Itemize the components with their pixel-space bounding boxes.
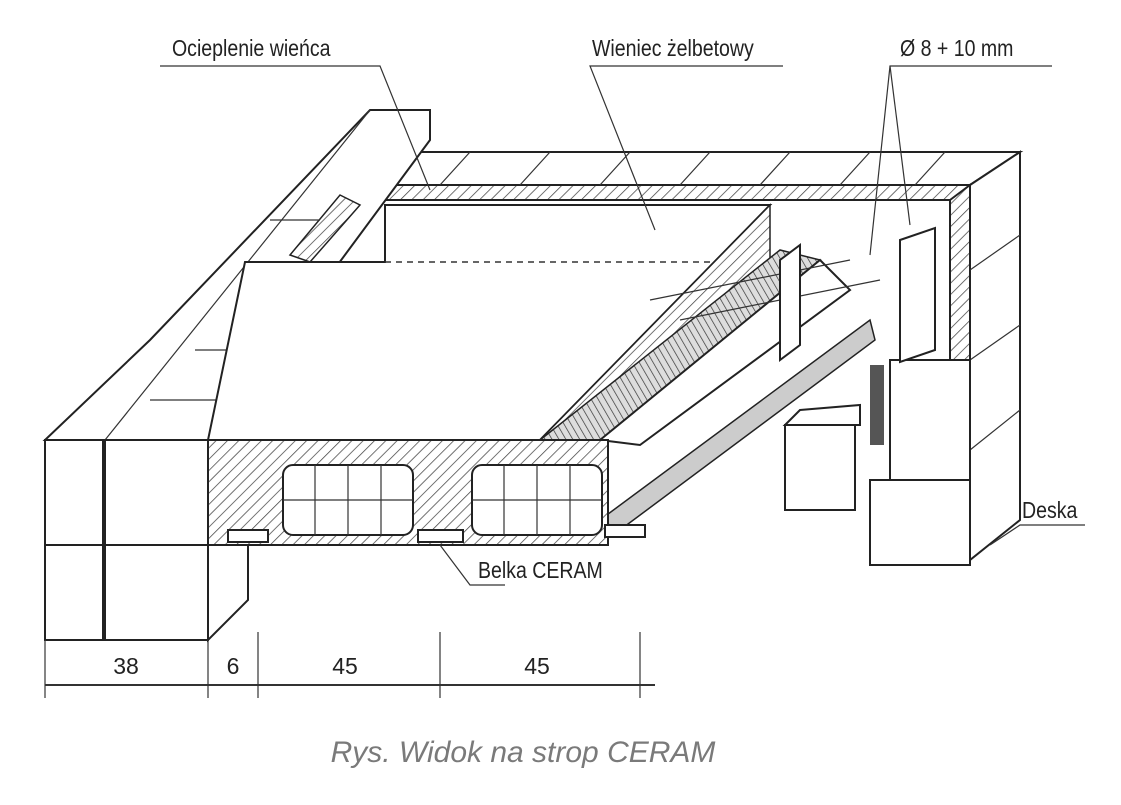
svg-text:Deska: Deska bbox=[1022, 498, 1077, 524]
dimension-line: 38 6 45 45 bbox=[44, 632, 655, 698]
dimension-label: 38 bbox=[113, 653, 139, 679]
hollow-block bbox=[471, 464, 603, 536]
svg-text:Wieniec żelbetowy: Wieniec żelbetowy bbox=[592, 36, 754, 62]
svg-text:Ø 8 + 10 mm: Ø 8 + 10 mm bbox=[900, 36, 1013, 62]
right-wall bbox=[782, 150, 1021, 566]
figure-caption: Rys. Widok na strop CERAM bbox=[331, 736, 716, 769]
dimension-label: 45 bbox=[524, 653, 550, 679]
back-wall bbox=[347, 151, 1024, 201]
dimension-label: 45 bbox=[332, 653, 358, 679]
svg-text:Belka CERAM: Belka CERAM bbox=[478, 558, 603, 584]
svg-text:Ocieplenie wieńca: Ocieplenie wieńca bbox=[172, 36, 331, 62]
label-board: Deska bbox=[989, 498, 1085, 546]
label-ring-insulation: Ocieplenie wieńca bbox=[160, 36, 431, 191]
hollow-block bbox=[282, 464, 414, 536]
dimension-label: 6 bbox=[227, 653, 240, 679]
label-ring-beam: Wieniec żelbetowy bbox=[589, 36, 783, 231]
label-rebar: Ø 8 + 10 mm bbox=[869, 36, 1052, 256]
slab bbox=[206, 203, 936, 546]
left-wall bbox=[42, 109, 431, 643]
label-beam: Belka CERAM bbox=[439, 544, 603, 586]
